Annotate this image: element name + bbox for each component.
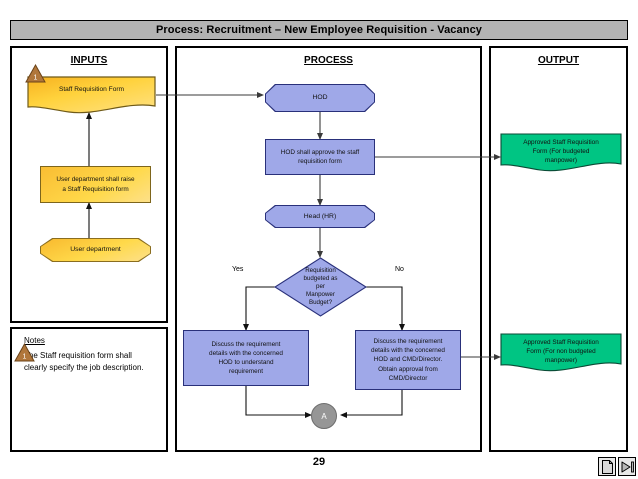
doc-approved-form-budgeted-label: Approved Staff Requisition Form (For bud…	[523, 139, 599, 165]
term-head-hr[interactable]: Head (HR)	[265, 205, 375, 228]
page-number: 29	[312, 456, 326, 468]
marker-number: 1	[34, 75, 38, 82]
rect-discuss-with-hod[interactable]: Discuss the requirement details with the…	[183, 330, 309, 386]
process-column-header: PROCESS	[304, 55, 353, 66]
doc-shape	[500, 333, 622, 372]
doc-approved-form-budgeted[interactable]: Approved Staff Requisition Form (For bud…	[500, 133, 622, 173]
connector-a[interactable]: A	[311, 403, 337, 429]
rect-hod-approve-form-label: HOD shall approve the staff requisition …	[280, 148, 360, 165]
term-head-hr-fill	[266, 206, 374, 227]
notes-panel: Notes The Staff requisition form shall c…	[10, 327, 168, 452]
doc-approved-form-non-budgeted-label: Approved Staff Requisition Form (For non…	[523, 339, 599, 365]
term-user-department-fill	[41, 239, 150, 261]
next-slide-icon	[621, 461, 634, 472]
decision-requisition-budgeted[interactable]: Requisition budgeted as per Manpower Bud…	[274, 257, 367, 317]
rect-discuss-with-cmd-director[interactable]: Discuss the requirement details with the…	[355, 330, 461, 390]
term-user-department[interactable]: User department	[40, 238, 151, 262]
term-hod-fill	[266, 85, 374, 111]
marker-number: 1	[23, 354, 27, 361]
doc-staff-requisition-form[interactable]: Staff Requisition Form	[27, 76, 156, 114]
rect-user-department-raise-form-label: User department shall raise a Staff Requ…	[56, 176, 135, 193]
output-column-header: OUTPUT	[537, 55, 580, 66]
inputs-column-header: INPUTS	[70, 55, 108, 66]
rect-user-department-raise-form[interactable]: User department shall raise a Staff Requ…	[40, 166, 151, 203]
doc-shape	[27, 76, 156, 114]
triangle-icon: 1	[14, 343, 35, 362]
doc-approved-form-non-budgeted[interactable]: Approved Staff Requisition Form (For non…	[500, 333, 622, 373]
term-head-hr-label: Head (HR)	[303, 212, 337, 220]
diamond-shape	[274, 257, 367, 317]
branch-label-yes: Yes	[232, 266, 244, 273]
decision-requisition-budgeted-label: Requisition budgeted as per Manpower Bud…	[303, 267, 338, 306]
rect-hod-approve-form[interactable]: HOD shall approve the staff requisition …	[265, 139, 375, 175]
page-icon-button[interactable]	[598, 457, 616, 476]
notes-title: Notes	[24, 336, 45, 345]
term-hod[interactable]: HOD	[265, 84, 375, 112]
rect-discuss-with-cmd-director-label: Discuss the requirement details with the…	[371, 338, 445, 382]
notes-marker-triangle-icon: 1	[14, 343, 35, 362]
connector-a-label: A	[321, 411, 327, 421]
slide-title-bar: Process: Recruitment – New Employee Requ…	[10, 20, 628, 40]
triangle-icon: 1	[25, 64, 46, 83]
output-panel: OUTPUT	[489, 46, 628, 452]
branch-label-no: No	[395, 266, 404, 273]
term-hod-label: HOD	[312, 94, 328, 102]
notes-body: The Staff requisition form shall clearly…	[24, 351, 144, 372]
term-user-department-label: User department	[70, 246, 121, 254]
page-title: Process: Recruitment – New Employee Requ…	[155, 24, 483, 36]
next-slide-button[interactable]	[618, 457, 636, 476]
page-icon	[601, 459, 613, 474]
doc-shape	[500, 133, 622, 172]
doc-staff-requisition-form-label: Staff Requisition Form	[58, 86, 125, 93]
rect-discuss-with-hod-label: Discuss the requirement details with the…	[209, 340, 283, 376]
note-marker-triangle-icon: 1	[25, 64, 46, 83]
